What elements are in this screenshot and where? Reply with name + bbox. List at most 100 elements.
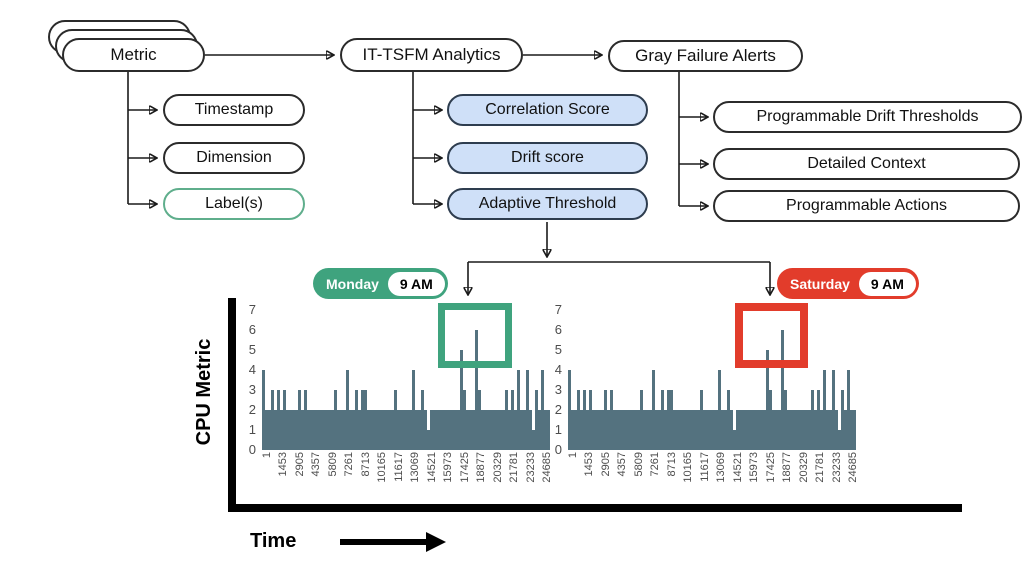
cpu-bar <box>421 390 424 450</box>
x-tick-label: 14521 <box>731 452 744 483</box>
cpu-bar <box>844 410 847 450</box>
cpu-bar <box>394 390 397 450</box>
node-dimension-label: Dimension <box>196 149 272 166</box>
y-tick-label: 0 <box>248 442 256 457</box>
cpu-bar <box>391 410 394 450</box>
cpu-bar <box>811 390 814 450</box>
x-tick-label: 23233 <box>830 452 843 483</box>
node-dimension: Dimension <box>163 142 305 174</box>
node-drift-score: Drift score <box>447 142 648 174</box>
cpu-bar <box>604 390 607 450</box>
x-tick-label: 5809 <box>326 452 339 477</box>
cpu-bar <box>430 410 433 450</box>
node-gray-failure-alerts: Gray Failure Alerts <box>608 40 803 72</box>
x-tick-label: 21781 <box>814 452 826 483</box>
cpu-bar <box>517 370 520 450</box>
x-tick-label: 14521 <box>425 452 438 483</box>
cpu-bar <box>583 390 586 450</box>
x-tick-label: 21781 <box>508 452 520 483</box>
cpu-bar <box>586 410 589 450</box>
cpu-bar <box>442 410 445 450</box>
saturday-badge-day: Saturday <box>790 275 850 292</box>
cpu-bar <box>835 410 838 450</box>
cpu-bar <box>469 410 472 450</box>
cpu-bar <box>493 410 496 450</box>
cpu-bar <box>838 430 841 450</box>
cpu-bar <box>460 350 463 450</box>
node-programmable-drift-thresholds-label: Programmable Drift Thresholds <box>756 108 979 125</box>
y-axis-title-text: CPU Metric <box>192 338 215 446</box>
cpu-bar <box>649 410 652 450</box>
cpu-bar <box>694 410 697 450</box>
cpu-bar <box>727 390 730 450</box>
cpu-bar <box>577 390 580 450</box>
x-tick-label: 5809 <box>632 452 645 477</box>
cpu-bar <box>589 390 592 450</box>
cpu-bar <box>439 410 442 450</box>
x-tick-label: 10165 <box>682 452 694 483</box>
x-tick-label: 13069 <box>409 452 421 483</box>
node-correlation-score-label: Correlation Score <box>485 101 610 118</box>
cpu-bar <box>301 410 304 450</box>
cpu-bar <box>532 430 535 450</box>
cpu-bar <box>772 410 775 450</box>
cpu-bar <box>712 410 715 450</box>
x-tick-label: 23233 <box>524 452 537 483</box>
cpu-bar <box>682 410 685 450</box>
cpu-bar <box>514 410 517 450</box>
x-tick-label: 17425 <box>458 452 471 483</box>
x-tick-label: 4357 <box>616 452 628 477</box>
node-labels-label: Label(s) <box>205 195 263 212</box>
cpu-bar <box>505 390 508 450</box>
node-detailed-context: Detailed Context <box>713 148 1020 180</box>
cpu-bar <box>637 410 640 450</box>
cpu-bar <box>463 390 466 450</box>
cpu-bar <box>667 390 670 450</box>
cpu-bar <box>265 410 268 450</box>
cpu-bar <box>454 410 457 450</box>
cpu-bar <box>358 410 361 450</box>
cpu-bar <box>262 370 265 450</box>
cpu-bar <box>544 410 547 450</box>
cpu-bar <box>850 410 853 450</box>
cpu-bar <box>379 410 382 450</box>
cpu-bar <box>340 410 343 450</box>
cpu-bar <box>670 390 673 450</box>
cpu-bar <box>313 410 316 450</box>
cpu-bar <box>769 390 772 450</box>
y-tick-label: 6 <box>248 322 256 337</box>
cpu-bar <box>490 410 493 450</box>
cpu-bar <box>799 410 802 450</box>
y-tick-label: 2 <box>248 402 256 417</box>
cpu-bar <box>271 390 274 450</box>
monday-chart-plot <box>262 310 550 450</box>
cpu-bar <box>526 370 529 450</box>
cpu-bar <box>652 370 655 450</box>
cpu-bar <box>289 410 292 450</box>
cpu-bar <box>631 410 634 450</box>
y-tick-label: 5 <box>248 342 256 357</box>
cpu-bar <box>451 410 454 450</box>
cpu-bar <box>685 410 688 450</box>
y-tick-label: 1 <box>554 422 562 437</box>
cpu-bar <box>427 430 430 450</box>
cpu-bar <box>643 410 646 450</box>
x-tick-label: 13069 <box>715 452 727 483</box>
cpu-bar <box>403 410 406 450</box>
cpu-bar <box>622 410 625 450</box>
cpu-bar <box>787 410 790 450</box>
node-analytics-label: IT-TSFM Analytics <box>362 45 501 64</box>
x-tick-label: 8713 <box>359 452 372 477</box>
node-correlation-score: Correlation Score <box>447 94 648 126</box>
cpu-bar <box>295 410 298 450</box>
x-tick-label: 7261 <box>343 452 355 477</box>
cpu-bar <box>319 410 322 450</box>
x-tick-label: 2905 <box>599 452 612 477</box>
cpu-bar <box>598 410 601 450</box>
x-tick-label: 20329 <box>797 452 810 483</box>
x-tick-label: 2905 <box>293 452 306 477</box>
saturday-chart-plot <box>568 310 856 450</box>
cpu-bar <box>433 410 436 450</box>
cpu-bar <box>820 410 823 450</box>
